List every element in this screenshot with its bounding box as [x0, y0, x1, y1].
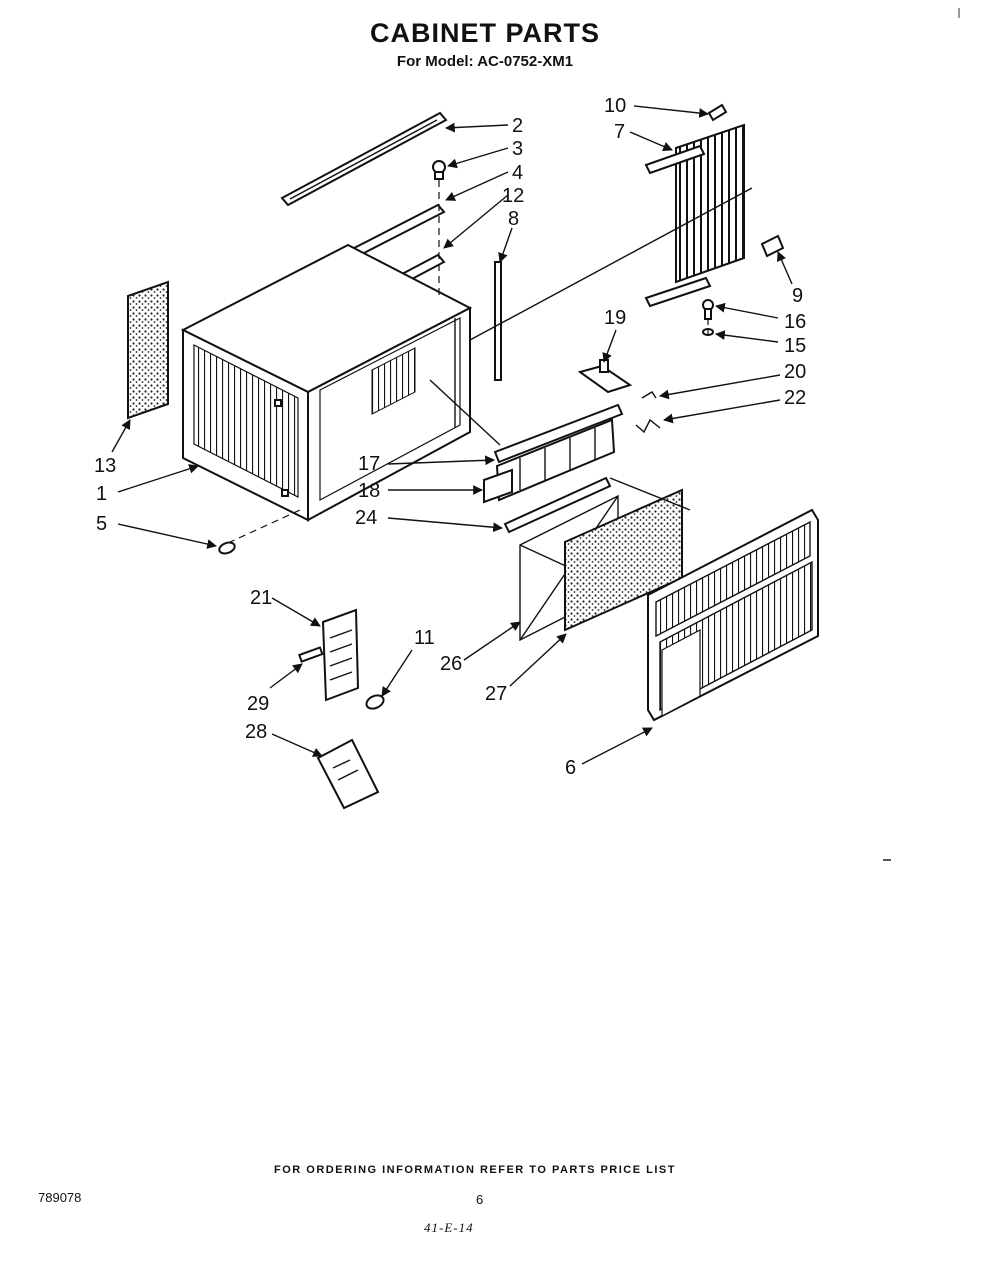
callout-10: 10 — [604, 95, 626, 117]
date-code: 41-E-14 — [424, 1220, 474, 1235]
corner-mark — [958, 8, 960, 18]
part-5-screw — [218, 541, 236, 555]
callout-6: 6 — [565, 757, 576, 779]
callout-1: 1 — [96, 483, 107, 505]
callout-7: 7 — [614, 121, 625, 143]
part-1-cabinet — [180, 243, 473, 522]
callout-8: 8 — [508, 208, 519, 230]
callout-11: 11 — [414, 627, 435, 649]
callout-13: 13 — [94, 455, 116, 477]
part-24-strip — [503, 476, 612, 534]
callout-18: 18 — [358, 480, 380, 502]
callout-21: 21 — [250, 587, 272, 609]
part-7-coil-assembly — [644, 123, 745, 308]
callout-22: 22 — [784, 387, 806, 409]
leader-lines — [111, 105, 793, 765]
stray-mark — [883, 859, 891, 861]
callout-27: 27 — [485, 683, 507, 705]
part-29-shaft — [298, 646, 324, 663]
part-21-control-panel — [321, 608, 360, 702]
part-3-fastener — [432, 160, 446, 180]
part-28-nameplate — [316, 738, 380, 810]
part-22-spring-clip — [635, 418, 661, 434]
callout-24: 24 — [355, 507, 377, 529]
ordering-note: FOR ORDERING INFORMATION REFER TO PARTS … — [274, 1164, 676, 1176]
callout-3: 3 — [512, 138, 523, 160]
part-2-top-strip — [280, 111, 448, 207]
callout-4: 4 — [512, 162, 523, 184]
part-13-side-filter — [127, 280, 169, 420]
callout-26: 26 — [440, 653, 462, 675]
part-20-clip — [641, 391, 657, 399]
callout-5: 5 — [96, 513, 107, 535]
model-subtitle: For Model: AC-0752-XM1 — [396, 53, 574, 70]
callout-labels: 2 3 4 12 8 10 7 9 16 15 19 20 22 17 18 2… — [94, 95, 806, 779]
part-10-screw — [707, 103, 728, 122]
page-number: 6 — [476, 1192, 484, 1207]
part-18-block — [483, 468, 513, 504]
callout-28: 28 — [245, 721, 267, 743]
callout-29: 29 — [247, 693, 269, 715]
part-19-bracket — [577, 359, 633, 394]
part-11-knob — [365, 694, 385, 710]
callout-20: 20 — [784, 361, 806, 383]
alignment-lines — [227, 180, 753, 544]
callout-12: 12 — [502, 185, 524, 207]
page-title: CABINET PARTS — [369, 18, 600, 48]
part-16-screw — [702, 299, 714, 320]
part-9-clip — [760, 234, 785, 258]
callout-2: 2 — [512, 115, 523, 137]
part-8-rod — [494, 261, 502, 381]
callout-15: 15 — [784, 335, 806, 357]
callout-16: 16 — [784, 311, 806, 333]
callout-9: 9 — [792, 285, 803, 307]
document-number: 789078 — [38, 1190, 82, 1205]
callout-19: 19 — [604, 307, 626, 329]
callout-17: 17 — [358, 453, 380, 475]
part-6-front-grille — [647, 508, 819, 722]
